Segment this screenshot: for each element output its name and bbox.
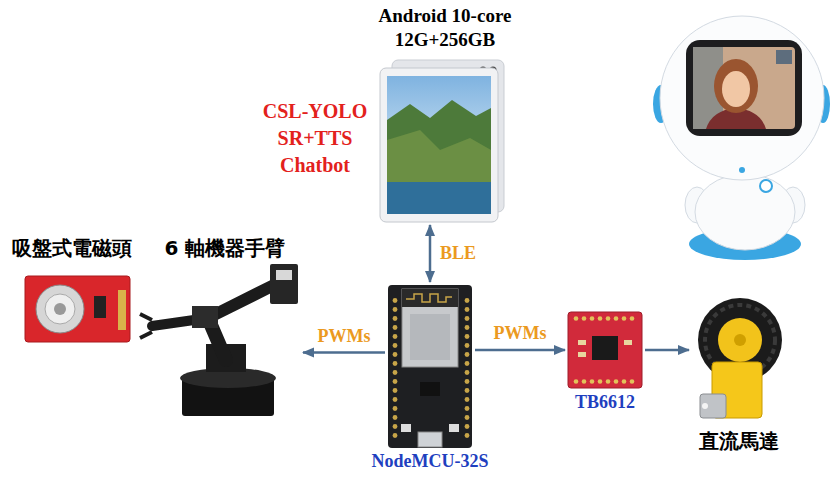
motor-driver-illustration — [568, 312, 642, 388]
robot-illustration-part — [739, 167, 745, 173]
electromagnet-node: 吸盤式電磁頭 — [25, 276, 130, 342]
robot-illustration-part — [714, 59, 758, 113]
dc-motor-illustration — [698, 298, 782, 418]
electromagnet-illustration-part — [36, 285, 84, 333]
dc-motor-node: 直流馬達 — [692, 298, 786, 422]
motor-driver-illustration-part — [568, 312, 642, 388]
robot-arm-illustration-part — [276, 270, 292, 280]
motor-driver-illustration-part — [572, 315, 636, 322]
part-caption: 吸盤式電磁頭 — [12, 236, 132, 260]
tablet-illustration-part — [380, 68, 498, 222]
motor-driver-illustration-part — [624, 340, 632, 345]
signal-arrow — [645, 349, 689, 352]
dc-motor-illustration-part — [700, 394, 726, 418]
part-caption: 6 軸機器手臂 — [165, 236, 286, 260]
dc-motor-illustration-part — [702, 403, 708, 409]
mcu-board-illustration-part — [410, 314, 450, 360]
motor-driver-illustration-part — [578, 340, 586, 345]
electromagnet-illustration-part — [25, 276, 130, 342]
mcu-board-illustration-part — [401, 424, 411, 432]
dc-motor-illustration-part — [734, 334, 746, 346]
robot-illustration-part — [686, 40, 802, 136]
robot-arm-illustration — [140, 264, 298, 416]
mcu-board-illustration-part — [418, 432, 442, 447]
tablet-illustration — [380, 60, 504, 222]
electromagnet-illustration-part — [94, 296, 106, 318]
tablet-node: Android 10-core 12G+256GBCSL-YOLO SR+TTS… — [380, 62, 504, 222]
mcu-board-illustration-part — [420, 382, 440, 396]
electromagnet-illustration-part — [118, 290, 126, 330]
signal-label: BLE — [438, 243, 478, 265]
signal-arrow — [303, 351, 385, 354]
robot-illustration — [653, 16, 830, 260]
mcu-board-illustration-part — [388, 285, 472, 448]
board-caption: NodeMCU-32S — [372, 451, 489, 473]
robot-illustration-part — [660, 16, 824, 180]
signal-label: PWMs — [316, 326, 373, 348]
motor-driver-illustration-part — [572, 378, 636, 385]
robot-arm-illustration-part — [208, 282, 280, 318]
robot-illustration-part — [760, 180, 772, 192]
signal-arrow — [429, 225, 432, 282]
software-label: CSL-YOLO SR+TTS Chatbot — [250, 98, 380, 179]
part-caption: 直流馬達 — [699, 429, 779, 453]
robot-illustration-part — [695, 174, 795, 250]
tablet-illustration-part — [387, 182, 491, 214]
mcu-board-illustration-part — [402, 289, 458, 307]
electromagnet-illustration-part — [45, 294, 75, 324]
electromagnet-illustration — [25, 276, 130, 342]
mcu-board-illustration-part — [402, 289, 458, 367]
mcu-board-illustration — [388, 285, 472, 448]
tablet-illustration-part — [387, 130, 491, 182]
robot-arm-node: 6 軸機器手臂 — [135, 262, 300, 420]
robot-arm-illustration-part — [140, 314, 152, 320]
driver-caption: TB6612 — [575, 392, 635, 414]
tablet-illustration-part — [387, 76, 491, 214]
mcu-board-illustration-part — [406, 294, 452, 302]
robot-illustration-part — [693, 47, 795, 129]
spec-label: Android 10-core 12G+256GB — [358, 4, 533, 52]
robot-arm-illustration-part — [270, 264, 298, 304]
signal-label: PWMs — [492, 323, 549, 345]
electromagnet-illustration-part — [54, 303, 66, 315]
robot-arm-illustration-part — [140, 332, 152, 338]
mcu-board-node: NodeMCU-32S — [388, 285, 472, 448]
dc-motor-illustration-part — [718, 318, 762, 362]
robot-illustration-part — [776, 50, 792, 64]
mcu-board-illustration-part — [449, 424, 459, 432]
signal-arrow — [475, 349, 565, 352]
robot-arm-illustration-part — [192, 306, 218, 328]
motor-driver-illustration-part — [578, 352, 586, 357]
mcu-board-illustration-part — [391, 296, 399, 440]
motor-driver-node: TB6612 — [568, 312, 642, 388]
mcu-board-illustration-part — [463, 296, 471, 440]
motor-driver-illustration-part — [592, 336, 618, 360]
robot-illustration-part — [722, 71, 750, 107]
